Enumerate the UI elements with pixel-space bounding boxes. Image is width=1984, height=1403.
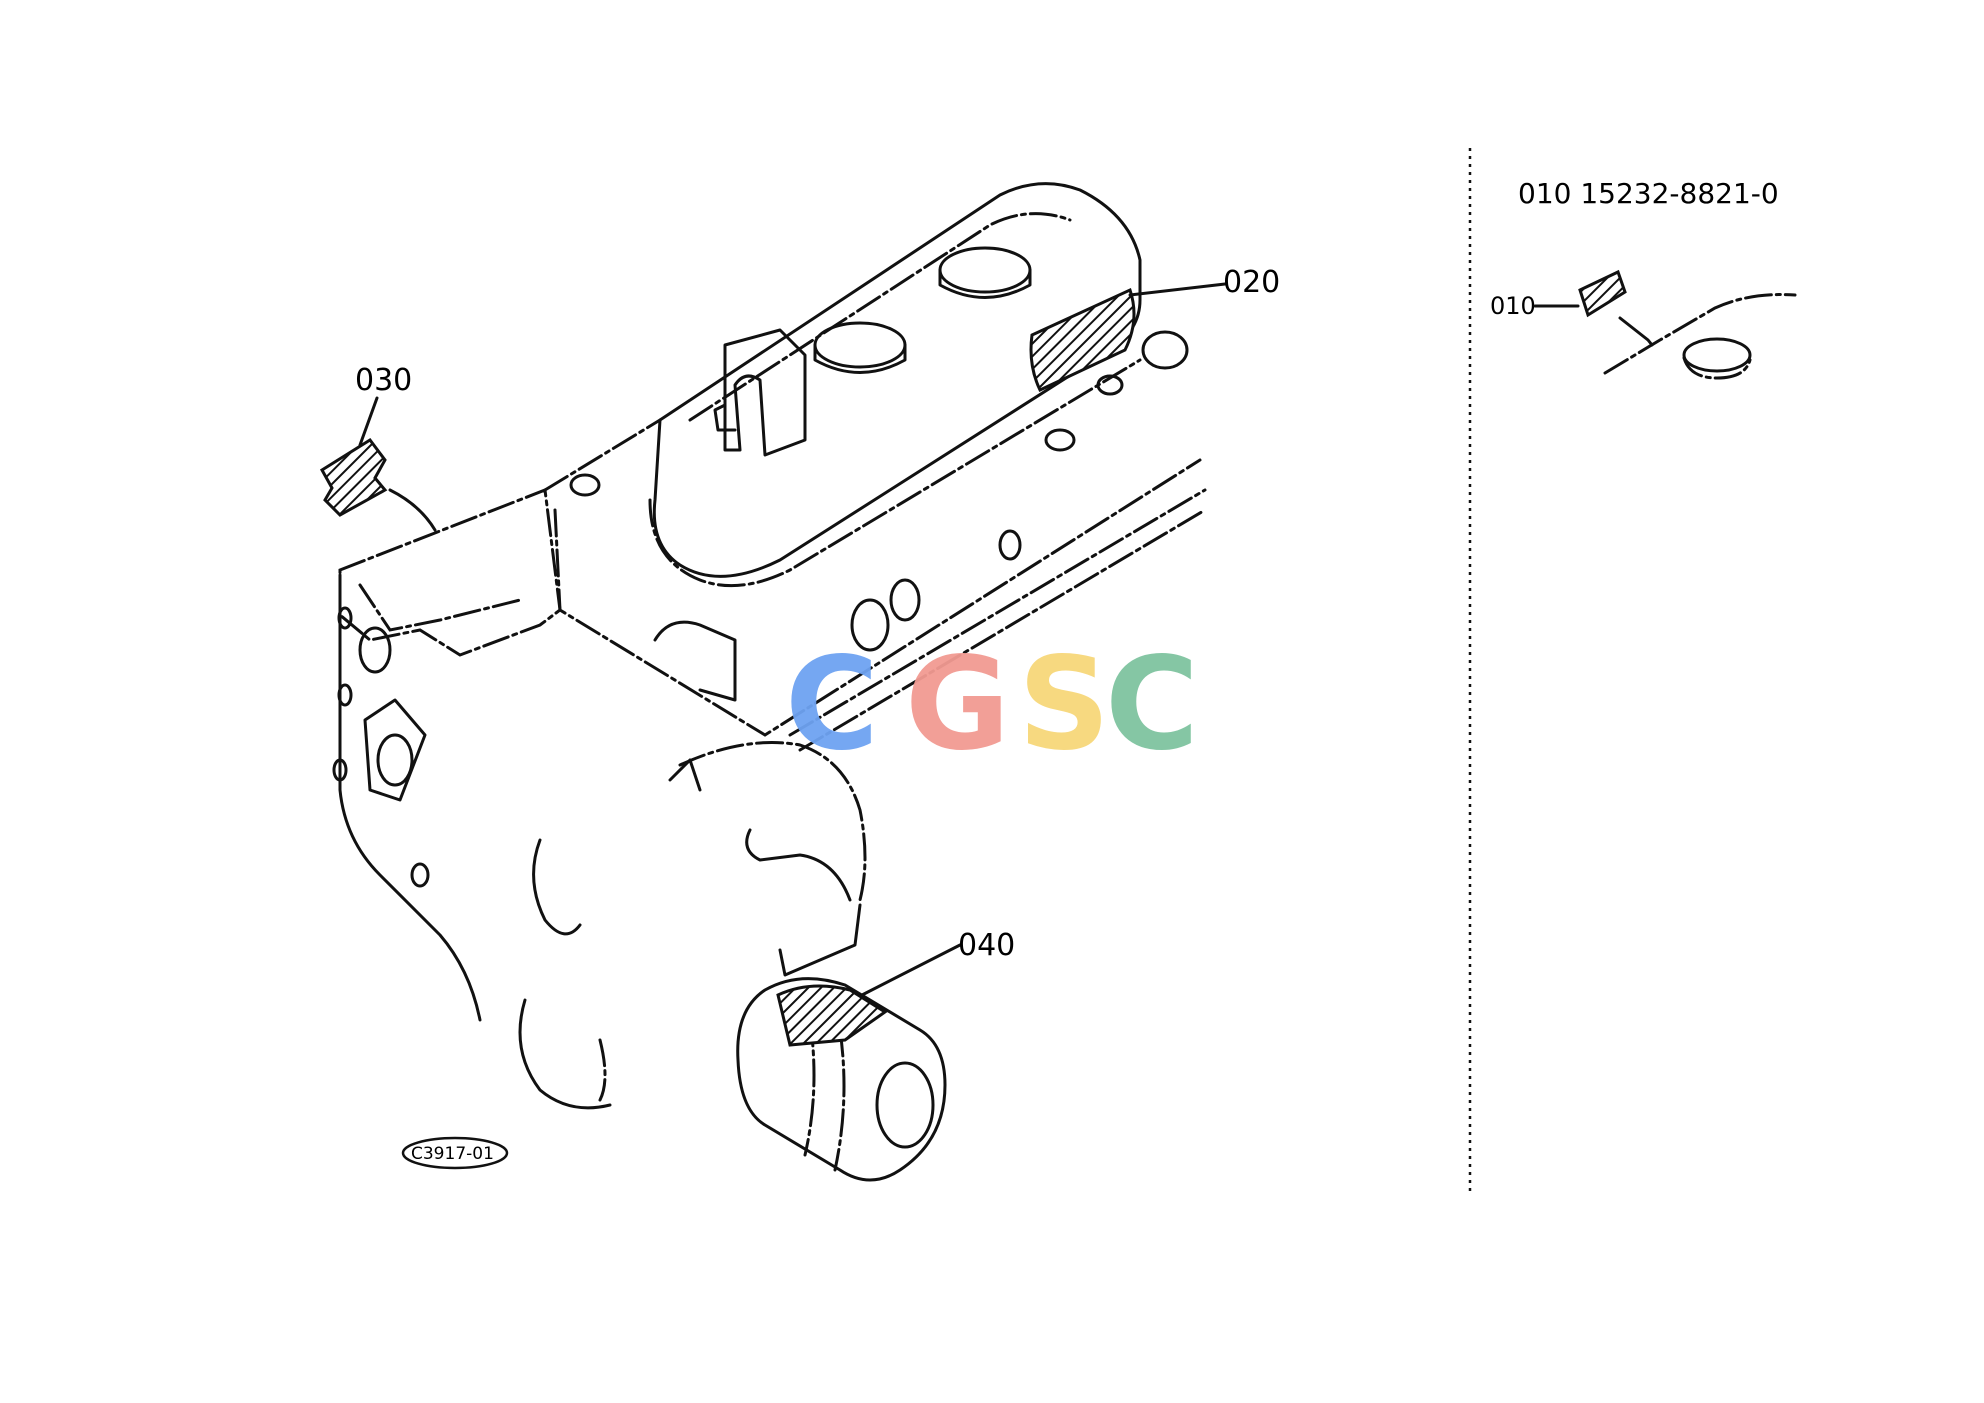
figure-ref-badge xyxy=(401,1136,509,1170)
inset-arrow xyxy=(1618,316,1654,347)
breather-tab xyxy=(713,403,737,432)
leader-030 xyxy=(358,396,379,447)
breather-bracket xyxy=(723,328,807,457)
flange-tab xyxy=(668,758,702,792)
part-020-gasket xyxy=(1029,287,1136,392)
block-long-edge-2 xyxy=(798,508,1207,752)
oil-filter-body xyxy=(736,977,947,1182)
gear-case-hole-1 xyxy=(358,626,392,674)
head-rear-boss xyxy=(1141,330,1189,370)
valve-cover-outline xyxy=(652,182,1142,578)
filter-mount-base xyxy=(778,903,862,977)
cover-cap-1-side xyxy=(938,268,1032,299)
inset-cap xyxy=(1682,337,1752,373)
head-front-bracket xyxy=(653,620,737,702)
head-port-1 xyxy=(850,598,890,652)
head-front-bolt xyxy=(569,473,601,497)
cover-cap-2 xyxy=(813,321,907,369)
gear-case-top-rim xyxy=(358,583,522,632)
oil-filter-end xyxy=(875,1061,935,1149)
part-010-gasket xyxy=(1578,269,1627,318)
callout-leaders xyxy=(358,282,1227,997)
arrow-030 xyxy=(388,488,437,532)
oil-filter-seam-1 xyxy=(833,1028,846,1172)
gear-case-left-edge xyxy=(338,573,482,1022)
cover-cap-1 xyxy=(938,246,1032,294)
gear-case-tab-1 xyxy=(337,606,353,630)
inset-callout-010: 010 xyxy=(1490,292,1536,320)
gear-case-tab-3 xyxy=(337,683,353,707)
gear-case-tab-4 xyxy=(410,862,430,888)
leader-040 xyxy=(860,943,962,997)
engine-block-drawing xyxy=(332,182,1207,1182)
part-030-gasket xyxy=(319,437,388,517)
inset-cap-side xyxy=(1682,356,1752,380)
watermark-letter-4: C xyxy=(1105,630,1199,779)
gear-case-tab-2 xyxy=(332,758,348,782)
inset-part-number: 010 15232-8821-0 xyxy=(1518,177,1779,210)
watermark-letter-3: S xyxy=(1018,630,1110,779)
callout-040: 040 xyxy=(958,928,1015,963)
figure-ref-label: C3917-01 xyxy=(411,1144,494,1164)
watermark-letter-1: C xyxy=(785,630,879,779)
leader-020 xyxy=(1128,282,1227,297)
head-port-3 xyxy=(998,529,1022,561)
gear-case-boss xyxy=(376,733,414,787)
watermark-letter-2: G xyxy=(905,630,1010,779)
gear-case-hole-lower xyxy=(518,998,612,1110)
head-front-face xyxy=(553,458,1202,737)
part-040-filter-band xyxy=(776,984,888,1047)
head-port-2 xyxy=(889,578,921,622)
inset-panel: 010 15232-8821-0 010 xyxy=(1490,177,1797,380)
flange-inner-arc xyxy=(745,828,852,902)
valve-cover-top-edge xyxy=(688,212,1072,422)
cover-cap-2-side xyxy=(813,343,907,374)
watermark: C G S C xyxy=(785,630,1199,779)
head-bolt-1 xyxy=(1044,428,1076,452)
flange-arc xyxy=(678,741,867,902)
valve-cover-gasket-line xyxy=(648,358,1142,588)
gear-case-outline xyxy=(338,487,562,657)
block-long-edge-1 xyxy=(788,488,1207,737)
gear-case-lower-arc xyxy=(598,1038,607,1102)
callout-020: 020 xyxy=(1223,265,1280,300)
head-bolt-2 xyxy=(1096,374,1124,396)
callout-030: 030 xyxy=(355,363,412,398)
gear-case-boss-2 xyxy=(532,838,582,936)
head-upper-line xyxy=(543,418,662,492)
inset-cover-edge xyxy=(1603,293,1797,375)
